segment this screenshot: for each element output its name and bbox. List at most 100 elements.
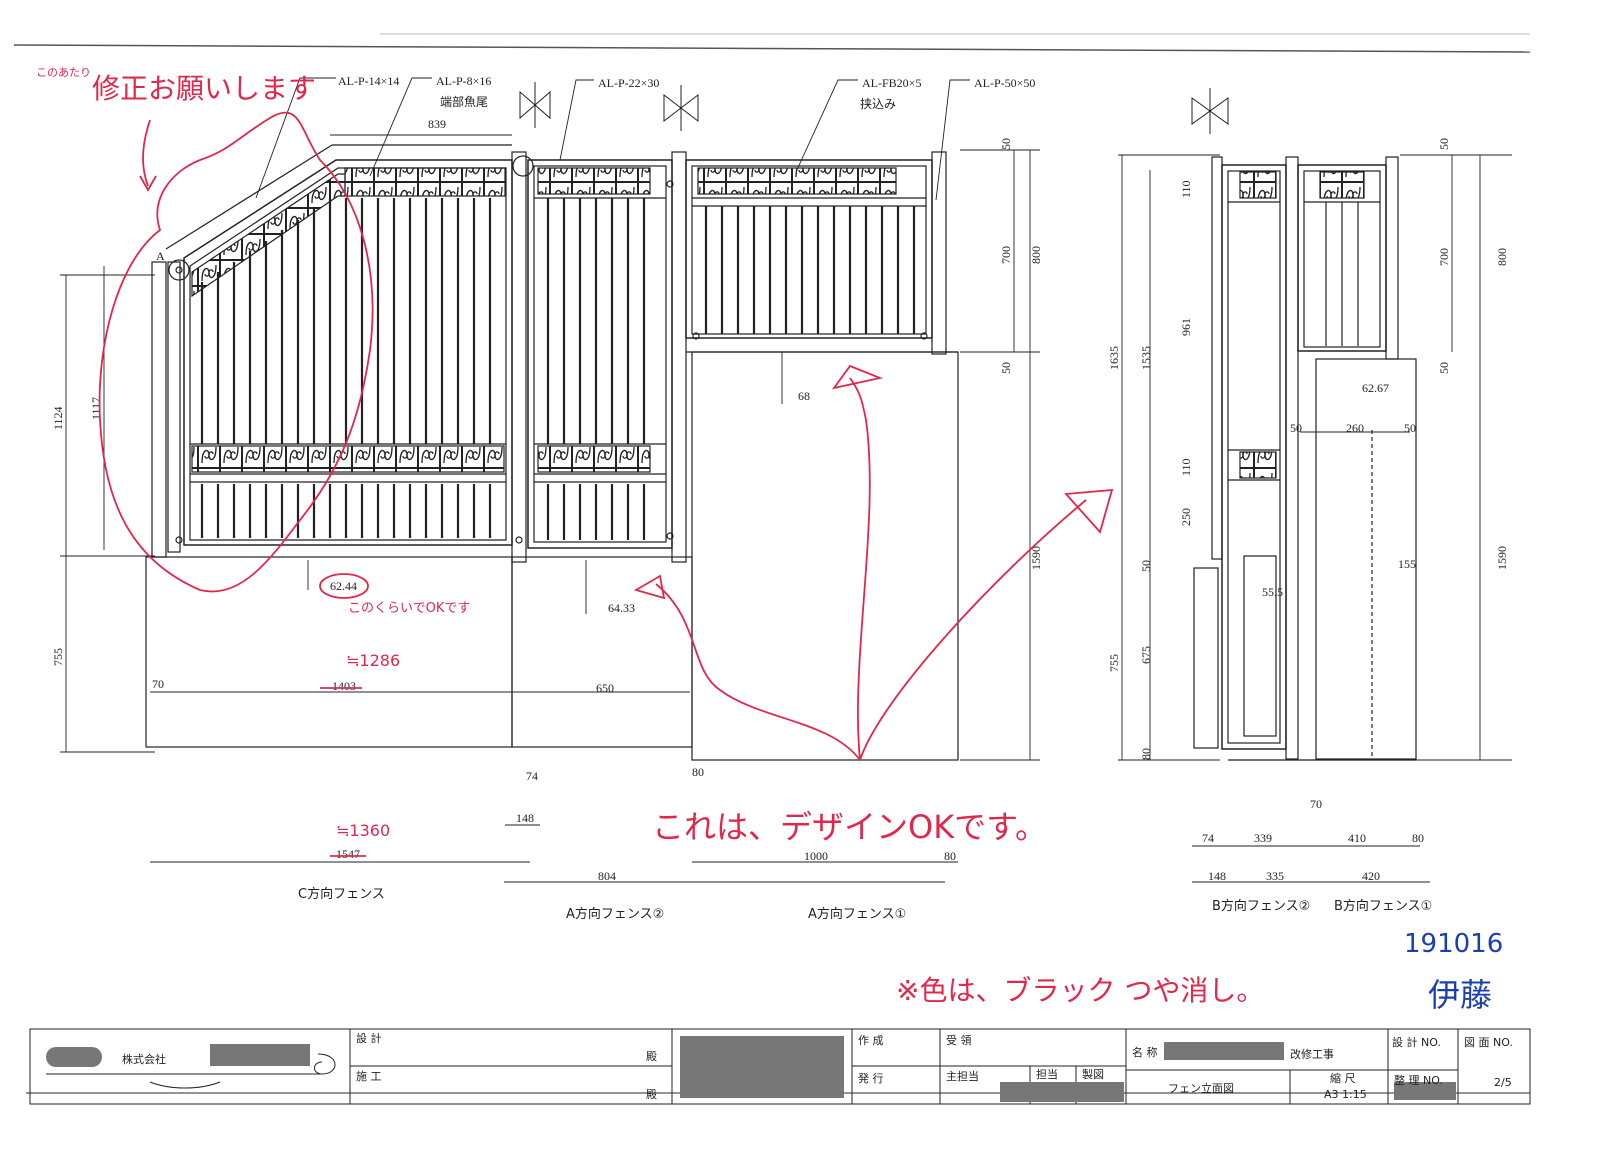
- company-name: 株式会社: [122, 1052, 166, 1066]
- dim-b-339: 339: [1254, 831, 1272, 845]
- dim-64-33: 64.33: [608, 601, 635, 615]
- design-ok-arrow-left: [655, 583, 861, 761]
- dim-b-right-700: 700: [1437, 248, 1451, 266]
- dim-1547: 1547: [336, 847, 360, 861]
- note-color-matte-black: ※色は、ブラック つや消し。: [896, 974, 1264, 1007]
- dim-b-right-1590: 1590: [1495, 546, 1509, 570]
- dim-b-50: 50: [1139, 560, 1153, 572]
- dim-80-a: 80: [692, 765, 704, 779]
- design-ok-arrow-mid: [849, 377, 871, 761]
- tb-drawing-name: フェン立面図: [1168, 1081, 1234, 1095]
- redline-markup: [98, 111, 1114, 857]
- dim-b-675: 675: [1139, 646, 1153, 664]
- dim-650: 650: [596, 681, 614, 695]
- dim-80-b: 80: [944, 849, 956, 863]
- dim-b-right-50-bottom: 50: [1437, 362, 1451, 374]
- a-direction-fence-1: [685, 151, 959, 761]
- a-direction-fence-2: [511, 151, 693, 748]
- dim-b-155: 155: [1398, 557, 1416, 571]
- caption-b-fence-1: B方向フェンス①: [1334, 898, 1432, 914]
- tb-design-no-label: 設 計 NO.: [1392, 1035, 1441, 1049]
- dim-839: 839: [428, 117, 446, 131]
- tb-sheet-number: 2/5: [1494, 1076, 1512, 1089]
- dim-right-700: 700: [999, 246, 1013, 264]
- dim-b-420: 420: [1362, 869, 1380, 883]
- dimension-lines: [60, 134, 1512, 883]
- material-note-fishtail: 端部魚尾: [440, 94, 488, 109]
- dim-1403: 1403: [332, 679, 356, 693]
- material-leaders: [255, 77, 970, 201]
- tb-dono-1: 殿: [646, 1050, 657, 1063]
- dim-b-1635: 1635: [1107, 346, 1121, 370]
- caption-b-fence-2: B方向フェンス②: [1212, 898, 1310, 914]
- tb-scale-label: 縮 尺: [1330, 1071, 1356, 1085]
- tb-create-label: 作 成: [858, 1034, 884, 1047]
- c-direction-fence: [145, 144, 534, 748]
- tb-design-label: 設 計: [356, 1031, 382, 1045]
- caption-a-fence-2: A方向フェンス②: [566, 906, 664, 922]
- dim-b-148: 148: [1208, 869, 1226, 883]
- dim-b-260: 260: [1346, 421, 1364, 435]
- post-top-symbols: [519, 82, 1229, 134]
- dim-1000: 1000: [804, 849, 828, 863]
- dim-b-110-top: 110: [1179, 180, 1193, 198]
- dim-b-80-bottom: 80: [1412, 831, 1424, 845]
- note-signature: 伊藤: [1428, 976, 1492, 1014]
- note-date: 191016: [1404, 929, 1503, 959]
- dim-b-right-50-top: 50: [1437, 138, 1451, 150]
- caption-c-fence: C方向フェンス: [298, 886, 385, 902]
- dim-b-110-mid: 110: [1179, 458, 1193, 476]
- material-al-p-22x30: AL-P-22×30: [598, 76, 659, 90]
- tb-dono-2: 殿: [646, 1088, 657, 1101]
- tb-drawing-no-label: 図 面 NO.: [1464, 1036, 1513, 1049]
- tb-manage-no-label: 整 理 NO.: [1394, 1073, 1443, 1087]
- tb-scale-value: A3 1:15: [1324, 1088, 1367, 1101]
- dim-62-44-circle: [319, 573, 369, 599]
- tb-person-label: 担当: [1036, 1067, 1058, 1081]
- dim-68: 68: [798, 389, 810, 403]
- dim-b-80: 80: [1139, 748, 1153, 760]
- tb-drafter-label: 製図: [1082, 1067, 1104, 1081]
- material-al-p-8x16: AL-P-8×16: [436, 74, 491, 88]
- dim-right-50-bottom: 50: [999, 362, 1013, 374]
- dim-b-755: 755: [1107, 654, 1121, 672]
- dim-right-50-top: 50: [999, 138, 1013, 150]
- note-design-ok: これは、デザインOKです。: [652, 808, 1047, 846]
- dim-b-70: 70: [1310, 797, 1322, 811]
- revision-cloud: [98, 111, 374, 593]
- dim-70: 70: [152, 677, 164, 691]
- note-this-size-ok: このくらいでOKです: [348, 601, 470, 616]
- dim-1124: 1124: [51, 406, 65, 430]
- material-note-sandwich: 挟込み: [860, 97, 896, 111]
- dim-b-right-800: 800: [1495, 248, 1509, 266]
- dim-b-961: 961: [1179, 318, 1193, 336]
- b-direction-fences: [1193, 156, 1417, 761]
- dim-b-74: 74: [1202, 831, 1214, 845]
- title-block-redactions: [46, 1036, 1456, 1102]
- dim-148: 148: [516, 811, 534, 825]
- redline-pointer-curve: [142, 119, 151, 187]
- tb-chief-label: 主担当: [946, 1069, 979, 1083]
- tb-construct-label: 施 工: [356, 1070, 382, 1083]
- design-ok-arrow-right: [859, 499, 1087, 761]
- tb-project-suffix: 改修工事: [1290, 1047, 1334, 1061]
- dim-74: 74: [526, 769, 538, 783]
- dim-62-44: 62.44: [330, 579, 357, 593]
- dim-b-50-right: 50: [1404, 421, 1416, 435]
- dim-b-62-67: 62.67: [1362, 381, 1389, 395]
- note-around-here: このあたり: [36, 66, 91, 79]
- dim-804: 804: [598, 869, 616, 883]
- tb-issue-label: 発 行: [858, 1071, 884, 1085]
- dim-b-55-5: 55.5: [1262, 585, 1283, 599]
- material-al-p-50x50: AL-P-50×50: [974, 76, 1035, 90]
- note-please-revise: 修正お願いします: [92, 72, 316, 105]
- dim-b-1535: 1535: [1139, 346, 1153, 370]
- note-approx-1286: ≒1286: [346, 651, 400, 670]
- dim-right-800: 800: [1029, 246, 1043, 264]
- dim-b-410: 410: [1348, 831, 1366, 845]
- material-al-fb20x5: AL-FB20×5: [862, 76, 921, 90]
- dim-1117: 1117: [89, 397, 103, 420]
- dim-b-50-left: 50: [1290, 421, 1302, 435]
- dim-right-1590: 1590: [1029, 546, 1043, 570]
